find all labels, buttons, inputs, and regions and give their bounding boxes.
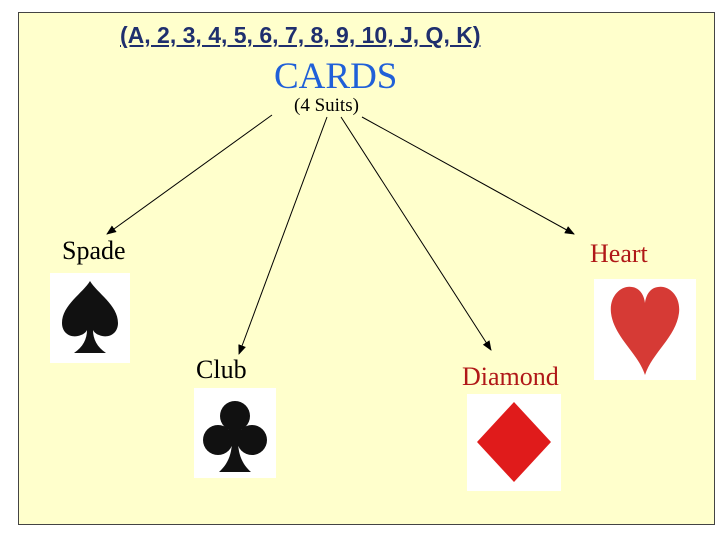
arrow-to-spade — [106, 114, 273, 235]
suit-label-club: Club — [196, 355, 247, 384]
page-title: CARDS — [274, 56, 398, 97]
suit-label-heart: Heart — [590, 239, 648, 268]
ranks-list: (A, 2, 3, 4, 5, 6, 7, 8, 9, 10, J, Q, K) — [120, 22, 481, 48]
subtitle: (4 Suits) — [294, 95, 359, 116]
arrow-to-diamond — [340, 116, 492, 351]
suit-label-diamond: Diamond — [462, 362, 559, 391]
arrow-to-club — [238, 116, 328, 355]
arrow-to-heart — [361, 116, 575, 235]
slide — [18, 12, 715, 525]
suit-label-spade: Spade — [62, 236, 126, 265]
heart-icon — [594, 279, 696, 380]
diamond-icon — [467, 394, 561, 491]
club-icon — [194, 388, 276, 478]
spade-icon — [50, 273, 130, 363]
